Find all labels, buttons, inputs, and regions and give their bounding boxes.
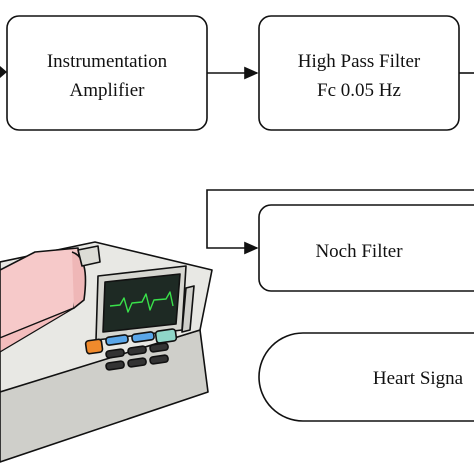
instrumentation-amplifier-label-line2: Amplifier — [70, 80, 146, 101]
instrumentation-amplifier-label-line1: Instrumentation — [47, 51, 168, 72]
heart-signal-block: Heart Signa — [258, 332, 474, 422]
high-pass-filter-label-line1: High Pass Filter — [298, 51, 421, 72]
ecg-machine-icon — [0, 241, 213, 463]
notch-filter-label: Noch Filter — [315, 241, 403, 262]
heart-signal-label: Heart Signa — [373, 368, 464, 389]
instrumentation-amplifier-block: Instrumentation Amplifier — [6, 15, 208, 131]
high-pass-filter-label-line2: Fc 0.05 Hz — [317, 80, 401, 101]
high-pass-filter-block: High Pass Filter Fc 0.05 Hz — [258, 15, 460, 131]
input-arrow — [0, 66, 7, 78]
loop-line-to-notch-filter — [206, 189, 474, 255]
notch-filter-block: Noch Filter — [258, 204, 474, 292]
